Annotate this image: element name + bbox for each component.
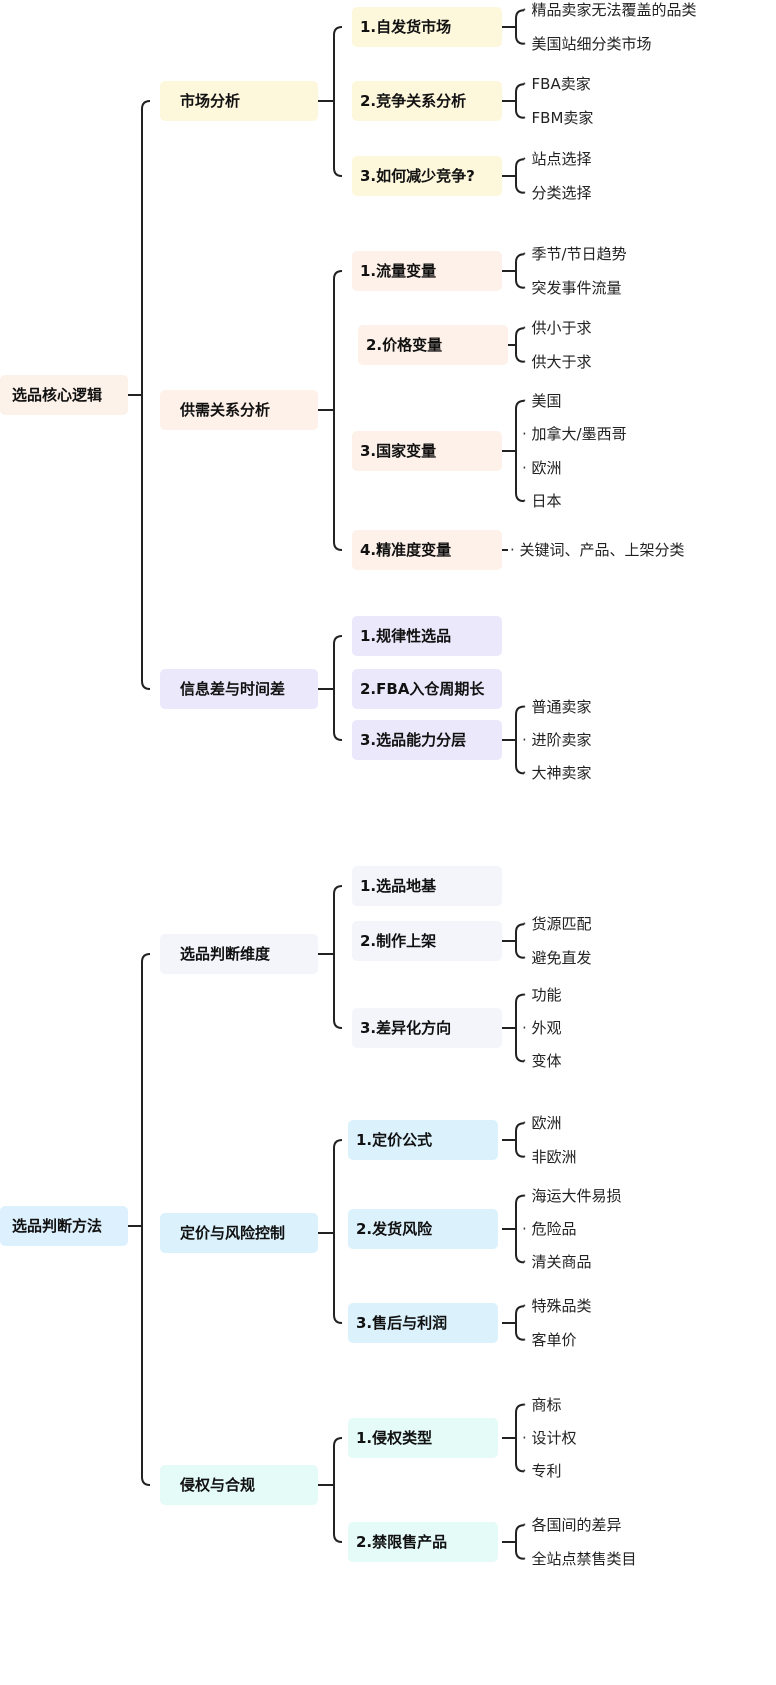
subtopic[interactable]: 3.差异化方向 (352, 1008, 502, 1048)
connector (515, 9, 525, 45)
connector (515, 993, 525, 1063)
leaf-topic[interactable]: 客单价 (522, 1329, 577, 1351)
leaf-topic[interactable]: 避免直发 (522, 947, 592, 969)
connector (333, 270, 343, 551)
leaf-topic[interactable]: 日本 (522, 490, 562, 512)
subtopic[interactable]: 2.禁限售产品 (348, 1522, 498, 1562)
leaf-topic[interactable]: 加拿大/墨西哥 (522, 423, 627, 445)
connector (333, 885, 343, 1029)
leaf-topic[interactable]: 美国 (522, 390, 562, 412)
leaf-topic[interactable]: 特殊品类 (522, 1295, 592, 1317)
connector (515, 83, 525, 119)
leaf-topic[interactable]: 危险品 (522, 1218, 577, 1240)
subtopic[interactable]: 1.定价公式 (348, 1120, 498, 1160)
leaf-topic[interactable]: 欧洲 (522, 457, 562, 479)
connector (515, 705, 525, 775)
connector (333, 1139, 343, 1324)
leaf-topic[interactable]: 非欧洲 (522, 1146, 577, 1168)
connector (515, 399, 525, 503)
leaf-topic[interactable]: FBA卖家 (522, 73, 591, 95)
leaf-topic[interactable]: 突发事件流量 (522, 277, 622, 299)
subtopic[interactable]: 2.价格变量 (358, 325, 508, 365)
connector (515, 158, 525, 194)
leaf-topic[interactable]: 外观 (522, 1017, 562, 1039)
subtopic[interactable]: 1.流量变量 (352, 251, 502, 291)
subtopic[interactable]: 3.选品能力分层 (352, 720, 502, 760)
subtopic[interactable]: 1.规律性选品 (352, 616, 502, 656)
leaf-topic[interactable]: FBM卖家 (522, 107, 594, 129)
root-topic[interactable]: 选品判断方法 (0, 1206, 128, 1246)
leaf-topic[interactable]: 美国站细分类市场 (522, 33, 652, 55)
subtopic[interactable]: 3.国家变量 (352, 431, 502, 471)
leaf-topic[interactable]: 功能 (522, 984, 562, 1006)
connector (515, 923, 525, 959)
connector (333, 635, 343, 741)
leaf-topic[interactable]: 欧洲 (522, 1112, 562, 1134)
connector (515, 253, 525, 289)
leaf-topic[interactable]: 精品卖家无法覆盖的品类 (522, 0, 697, 21)
leaf-topic[interactable]: 各国间的差异 (522, 1514, 622, 1536)
leaf-topic[interactable]: 专利 (522, 1460, 562, 1482)
main-topic[interactable]: 定价与风险控制 (160, 1213, 318, 1253)
subtopic[interactable]: 2.FBA入仓周期长 (352, 669, 502, 709)
leaf-topic[interactable]: 季节/节日趋势 (522, 243, 627, 265)
main-topic[interactable]: 供需关系分析 (160, 390, 318, 430)
leaf-topic[interactable]: 供大于求 (522, 351, 592, 373)
leaf-topic[interactable]: 变体 (522, 1050, 562, 1072)
leaf-topic[interactable]: 商标 (522, 1394, 562, 1416)
connector (515, 1403, 525, 1473)
connector (515, 327, 525, 363)
connector (333, 1437, 343, 1543)
connector (515, 1524, 525, 1560)
leaf-topic[interactable]: 设计权 (522, 1427, 577, 1449)
main-topic[interactable]: 侵权与合规 (160, 1465, 318, 1505)
leaf-topic[interactable]: 供小于求 (522, 317, 592, 339)
subtopic[interactable]: 2.制作上架 (352, 921, 502, 961)
root-topic[interactable]: 选品核心逻辑 (0, 375, 128, 415)
subtopic[interactable]: 4.精准度变量 (352, 530, 502, 570)
leaf-topic[interactable]: 分类选择 (522, 182, 592, 204)
leaf-topic[interactable]: 大神卖家 (522, 762, 592, 784)
leaf-topic[interactable]: 普通卖家 (522, 696, 592, 718)
subtopic[interactable]: 1.选品地基 (352, 866, 502, 906)
connector (515, 1305, 525, 1341)
subtopic[interactable]: 1.侵权类型 (348, 1418, 498, 1458)
connector (515, 1194, 525, 1264)
connector (141, 953, 151, 1486)
connector (141, 100, 151, 690)
leaf-topic[interactable]: 全站点禁售类目 (522, 1548, 637, 1570)
main-topic[interactable]: 选品判断维度 (160, 934, 318, 974)
leaf-topic[interactable]: 海运大件易损 (522, 1185, 622, 1207)
subtopic[interactable]: 1.自发货市场 (352, 7, 502, 47)
leaf-topic[interactable]: 站点选择 (522, 148, 592, 170)
leaf-topic[interactable]: 进阶卖家 (522, 729, 592, 751)
leaf-topic[interactable]: 清关商品 (522, 1251, 592, 1273)
leaf-topic[interactable]: 关键词、产品、上架分类 (510, 539, 685, 561)
connector (515, 1122, 525, 1158)
leaf-topic[interactable]: 货源匹配 (522, 913, 592, 935)
subtopic[interactable]: 2.竞争关系分析 (352, 81, 502, 121)
connector (333, 26, 343, 177)
subtopic[interactable]: 3.如何减少竞争? (352, 156, 502, 196)
subtopic[interactable]: 3.售后与利润 (348, 1303, 498, 1343)
main-topic[interactable]: 市场分析 (160, 81, 318, 121)
main-topic[interactable]: 信息差与时间差 (160, 669, 318, 709)
subtopic[interactable]: 2.发货风险 (348, 1209, 498, 1249)
